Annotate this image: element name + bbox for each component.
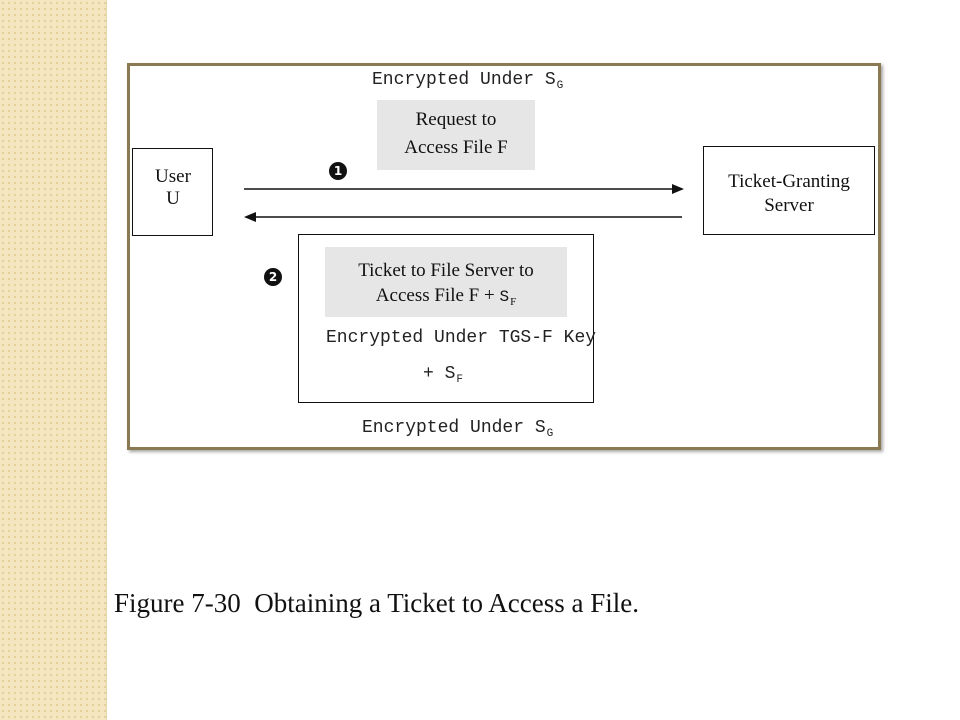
ticket-text: Ticket to File Server to Access File F +… [325, 258, 567, 311]
plus-sf-label: + SF [423, 364, 464, 386]
request-text: Request to Access File F [377, 106, 535, 162]
decorative-sidebar [0, 0, 107, 720]
encrypted-under-sg-bottom-label: Encrypted Under SG [362, 418, 554, 440]
tgs-line-2: Server [764, 195, 814, 216]
figure-caption: Figure 7-30 Obtaining a Ticket to Access… [114, 588, 639, 618]
step-1-marker: 1 [329, 162, 347, 180]
user-box [132, 148, 213, 236]
ticket-line-1: Ticket to File Server to [358, 260, 534, 281]
arrow-response-head [244, 212, 256, 222]
user-line-2: U [166, 188, 180, 209]
user-line-1: User [155, 166, 191, 187]
request-box [377, 100, 535, 170]
tgs-text: Ticket-Granting Server [703, 170, 875, 218]
diagram-frame: Encrypted Under SG Request to Access Fil… [127, 63, 881, 450]
flow-arrows [244, 184, 684, 222]
request-line-2: Access File F [404, 137, 508, 158]
encrypted-under-tgs-f-key-label: Encrypted Under TGS-F Key [326, 328, 597, 348]
ticket-granting-server-box [703, 146, 875, 235]
ticket-box [325, 247, 567, 317]
tgs-line-1: Ticket-Granting [728, 171, 850, 192]
arrow-request-head [672, 184, 684, 194]
request-line-1: Request to [415, 109, 497, 130]
ticket-line-2: Access File F + SF [375, 285, 517, 308]
user-text: User U [132, 166, 214, 210]
encrypted-under-sg-top-label: Encrypted Under SG [372, 70, 564, 92]
step-2-marker: 2 [264, 268, 282, 286]
